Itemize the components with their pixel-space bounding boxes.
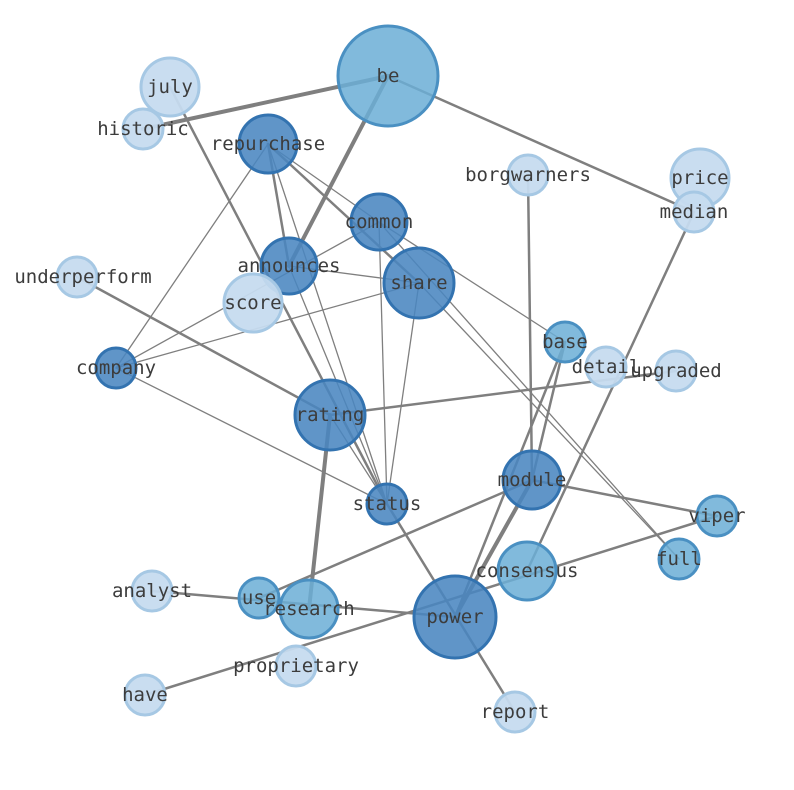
node-rating [293, 378, 367, 452]
node-viper [695, 494, 739, 538]
node-label-base: base [542, 331, 588, 353]
node-upgraded [654, 349, 698, 393]
node-label-viper: viper [688, 505, 745, 527]
edge-module-viper [530, 478, 719, 518]
node-base [543, 320, 587, 364]
node-label-report: report [481, 701, 550, 723]
edge-common-status [378, 221, 388, 505]
node-share [382, 246, 456, 320]
node-borgwarners [506, 153, 550, 197]
node-use [237, 576, 281, 620]
edge-underperform-rating [75, 275, 332, 417]
node-label-research: research [263, 598, 355, 620]
node-label-july: july [147, 76, 193, 98]
edge-repurchase-company [115, 143, 269, 369]
node-label-have: have [122, 684, 168, 706]
node-full [657, 537, 701, 581]
edge-layer [75, 74, 719, 714]
node-score [222, 272, 284, 334]
node-be [336, 24, 440, 128]
node-label-common: common [345, 211, 414, 233]
node-median [672, 190, 716, 234]
node-proprietary [274, 644, 318, 688]
node-layer [55, 24, 739, 734]
node-module [501, 449, 563, 511]
node-label-score: score [224, 292, 281, 314]
node-label-power: power [426, 606, 483, 628]
node-label-company: company [76, 357, 156, 379]
node-label-detail: detail [572, 356, 641, 378]
edge-common-base [378, 221, 566, 343]
node-research [278, 578, 340, 640]
edge-repurchase-status [267, 143, 388, 505]
node-label-use: use [242, 587, 276, 609]
label-layer: be july historic repurchase borgwarners price… [14, 65, 745, 723]
node-label-upgraded: upgraded [630, 360, 722, 382]
edge-share-full [418, 282, 680, 560]
node-detail [584, 345, 628, 389]
node-announces [259, 236, 319, 296]
node-repurchase [237, 113, 299, 175]
node-label-module: module [498, 469, 567, 491]
node-label-be: be [377, 65, 400, 87]
node-label-consensus: consensus [476, 560, 579, 582]
node-historic [121, 107, 165, 151]
node-july [139, 56, 201, 118]
edge-share-status [386, 282, 420, 505]
node-label-underperform: underperform [14, 266, 151, 288]
node-status [365, 482, 409, 526]
node-company [94, 346, 138, 390]
node-have [123, 673, 167, 717]
edge-be-median [386, 74, 696, 214]
node-label-historic: historic [97, 118, 189, 140]
node-label-price: price [671, 167, 728, 189]
edge-median-consensus [525, 210, 696, 573]
edge-company-status [115, 367, 388, 505]
node-label-median: median [660, 201, 729, 223]
node-label-rating: rating [296, 404, 365, 426]
node-report [493, 690, 537, 734]
node-label-full: full [656, 548, 702, 570]
node-consensus [496, 540, 558, 602]
node-common [349, 192, 409, 252]
node-power [412, 574, 498, 660]
node-label-analyst: analyst [112, 580, 192, 602]
node-label-borgwarners: borgwarners [465, 164, 591, 186]
node-label-repurchase: repurchase [211, 133, 325, 155]
node-underperform [55, 255, 99, 299]
node-analyst [130, 569, 174, 613]
node-label-proprietary: proprietary [233, 655, 359, 677]
node-label-share: share [390, 272, 447, 294]
node-label-announces: announces [238, 255, 341, 277]
node-label-status: status [353, 493, 422, 515]
edge-module-use [257, 478, 534, 600]
